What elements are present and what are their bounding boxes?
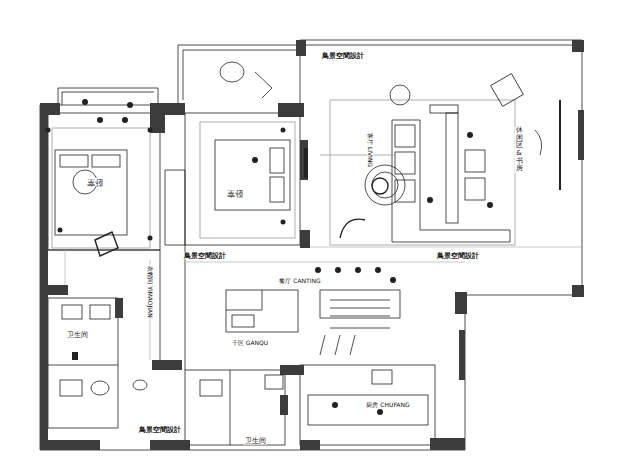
room-name: 衣帽间 YIMAOJIAN	[147, 265, 153, 318]
room-name: 卧室	[86, 178, 104, 186]
room-name: 厨房 CHUFANG	[365, 402, 410, 408]
watermark: 鳥景空間設計	[138, 427, 182, 434]
room-name: 餐厅 CANTING	[278, 278, 321, 284]
room-name: 休闲区&书房	[515, 127, 524, 173]
room-name: 客厅 LIVING	[367, 132, 373, 168]
room-name: 卫生间	[244, 438, 267, 445]
room-name: 卧室	[226, 189, 244, 197]
watermark: 鳥景空間設計	[321, 53, 365, 60]
watermark: 鳥景空間設計	[183, 253, 227, 260]
room-name: 干区 GANQU	[231, 340, 269, 346]
room-name: 卫生间	[66, 332, 89, 339]
watermark: 鳥景空間設計	[436, 253, 480, 260]
